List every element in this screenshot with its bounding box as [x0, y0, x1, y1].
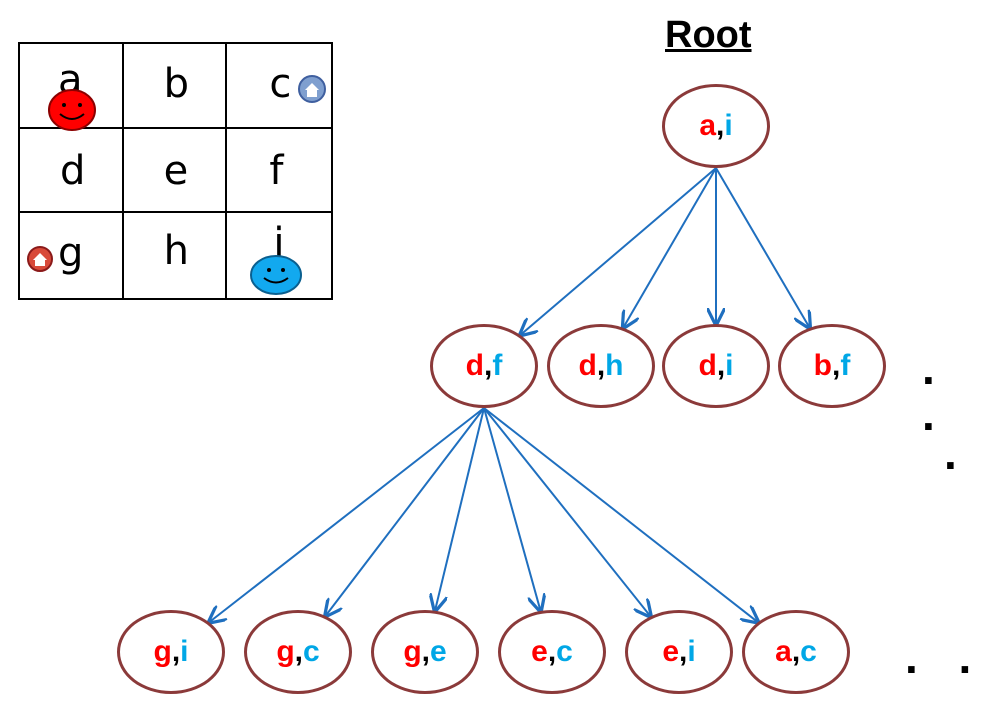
- node-player1-position: g: [276, 635, 295, 668]
- node-player2-position: h: [605, 349, 624, 382]
- root-node: a,i: [662, 84, 770, 168]
- grid-cell-label: d: [60, 147, 86, 194]
- grid-cell-label: c: [269, 61, 292, 107]
- node-player2-position: f: [492, 349, 503, 382]
- grid-cell-label: e: [163, 147, 189, 194]
- node-separator: ,: [171, 635, 181, 668]
- node-player2-position: e: [429, 635, 447, 668]
- grid-cell-f: f: [227, 129, 331, 214]
- blue-smiley-icon: [250, 255, 303, 296]
- node-player2-position: c: [556, 635, 573, 668]
- level1-to-level2-edge: [483, 407, 758, 622]
- level2-node: g,c: [244, 610, 352, 694]
- node-player1-position: g: [153, 635, 172, 668]
- grid-cell-label: i: [273, 220, 285, 267]
- grid-cell-a: a: [20, 44, 124, 131]
- more-siblings-dots: . .: [922, 342, 949, 440]
- red-smiley-icon: [48, 89, 96, 131]
- node-player1-position: a: [699, 109, 716, 142]
- level2-node: g,e: [371, 610, 479, 694]
- level2-node: e,i: [625, 610, 733, 694]
- level1-to-level2-edge: [435, 407, 485, 611]
- node-player2-position: i: [724, 109, 733, 142]
- node-separator: ,: [791, 635, 801, 668]
- node-separator: ,: [716, 109, 725, 142]
- grid-cell-b: b: [123, 44, 228, 129]
- level1-to-level2-edge: [483, 407, 650, 616]
- more-leaf-dots: . .: [905, 631, 986, 683]
- node-separator: ,: [547, 635, 557, 668]
- node-separator: ,: [831, 349, 841, 382]
- node-player2-position: f: [840, 349, 851, 382]
- node-separator: ,: [483, 349, 493, 382]
- grid-cell-d: d: [20, 128, 124, 214]
- grid-cell-h: h: [124, 213, 228, 298]
- level1-to-level2-edge: [209, 407, 485, 622]
- level2-node: g,i: [117, 610, 225, 694]
- grid-cell-label: h: [163, 228, 190, 275]
- tree-title: Root: [665, 14, 752, 56]
- more-levels-dots: .: [944, 427, 971, 479]
- grid-cell-e: e: [123, 128, 228, 214]
- grid-cell-label: g: [58, 230, 84, 277]
- grid-cell-label: f: [269, 147, 284, 194]
- node-player2-position: c: [302, 635, 320, 668]
- node-player1-position: d: [698, 349, 717, 382]
- grid-world: a b c d e f g h i: [18, 42, 333, 300]
- grid-cell-i: i: [227, 213, 331, 298]
- root-to-level1-edge: [715, 167, 810, 328]
- node-player2-position: i: [725, 349, 734, 382]
- root-to-level1-edge: [520, 167, 717, 335]
- level1-node: d,i: [662, 324, 770, 408]
- node-player2-position: i: [687, 635, 696, 668]
- grid-cell-c: c: [227, 44, 331, 129]
- node-player1-position: b: [813, 349, 832, 382]
- node-separator: ,: [294, 635, 303, 668]
- node-separator: ,: [716, 349, 726, 382]
- node-separator: ,: [679, 635, 688, 668]
- node-player2-position: i: [180, 635, 189, 668]
- node-player1-position: e: [531, 635, 548, 668]
- level1-node: d,f: [430, 324, 538, 408]
- node-separator: ,: [596, 349, 606, 382]
- grid-cell-label: b: [163, 61, 190, 107]
- node-separator: ,: [421, 635, 430, 668]
- level2-node: a,c: [742, 610, 850, 694]
- level1-node: d,h: [547, 324, 655, 408]
- root-to-level1-edge: [623, 167, 717, 328]
- node-player1-position: e: [662, 635, 679, 668]
- node-player1-position: d: [578, 349, 597, 382]
- level2-node: e,c: [498, 610, 606, 694]
- level1-to-level2-edge: [326, 407, 485, 616]
- level1-to-level2-edge: [483, 407, 541, 611]
- red-house-goal-icon: [27, 246, 53, 273]
- grid-cell-g: g: [20, 213, 124, 298]
- node-player2-position: c: [800, 635, 817, 668]
- node-player1-position: g: [403, 635, 422, 668]
- level1-node: b,f: [778, 324, 886, 408]
- node-player1-position: a: [775, 635, 792, 668]
- node-player1-position: d: [465, 349, 484, 382]
- blue-house-goal-icon: [298, 75, 327, 103]
